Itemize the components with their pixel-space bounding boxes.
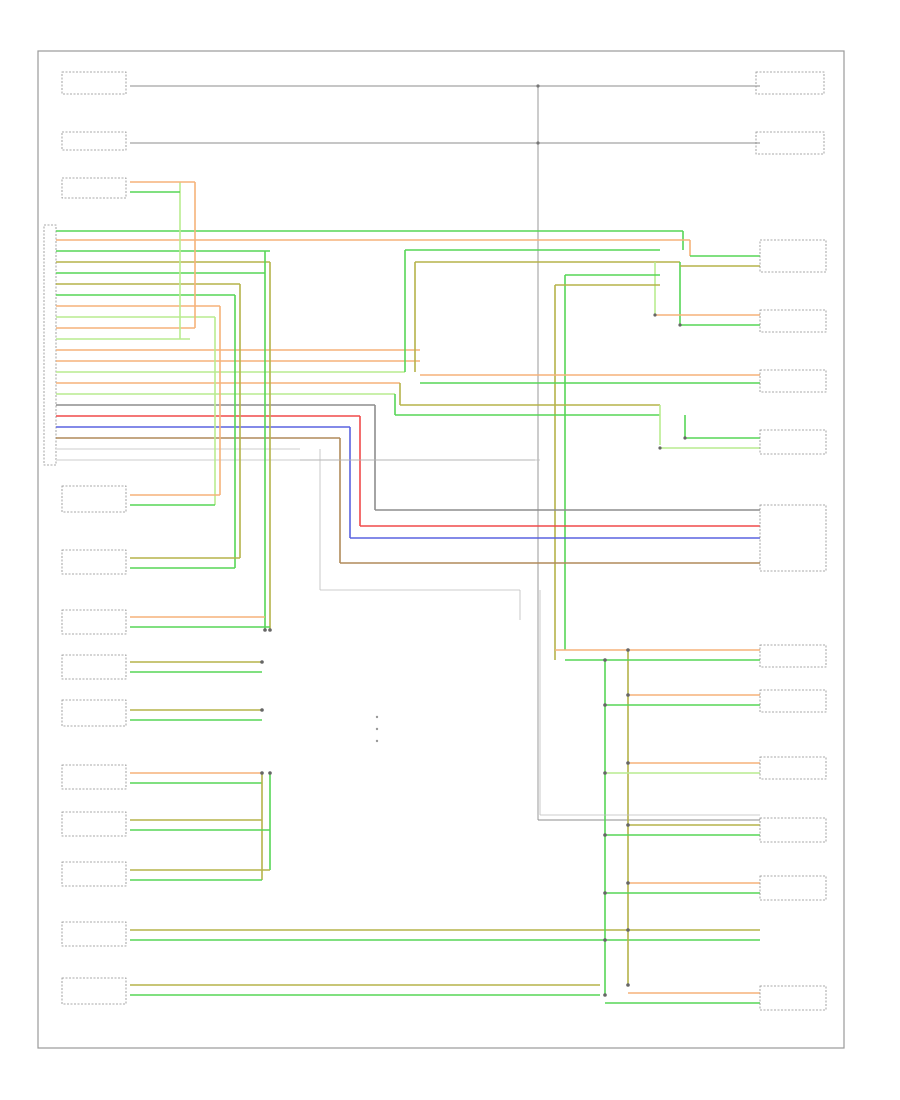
left-component-boxes [61, 177, 127, 1005]
component-box-top-right-2 [755, 131, 825, 155]
right-component-boxes [759, 239, 827, 1011]
thin-gray-lines [300, 449, 760, 816]
component-box-top-left-2 [61, 131, 127, 151]
legend [375, 715, 379, 743]
top-bus-lines [130, 85, 760, 821]
splice-points [260, 313, 687, 997]
component-box-top-right-1 [755, 71, 825, 95]
splice-top-1 [536, 84, 540, 88]
lower-left-wires [130, 661, 760, 996]
main-harness-wires [56, 230, 683, 461]
splice-top-2 [536, 141, 540, 145]
left-module-drops [130, 181, 271, 630]
right-harness-wires [339, 231, 760, 660]
right-can-bus [555, 649, 760, 1004]
diagram-frame [37, 50, 845, 1049]
main-connector-box [43, 224, 57, 466]
component-box-top-left-1 [61, 71, 127, 95]
